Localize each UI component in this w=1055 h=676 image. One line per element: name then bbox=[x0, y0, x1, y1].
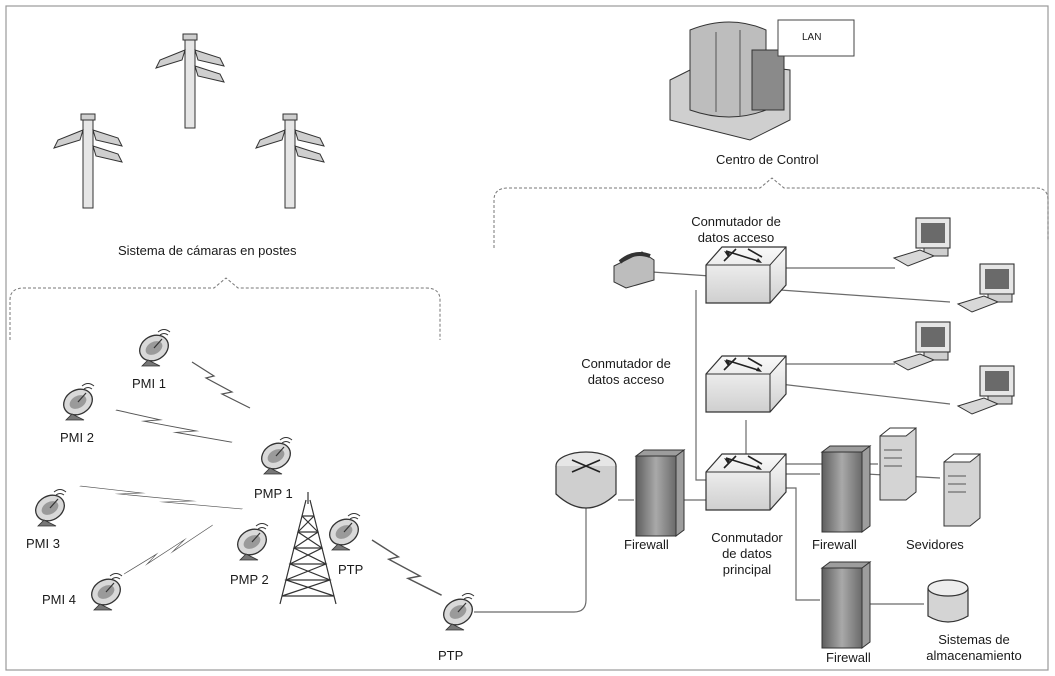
phone-icon bbox=[613, 251, 655, 289]
computer-icon bbox=[893, 217, 951, 267]
storage-line2: almacenamiento bbox=[926, 648, 1022, 663]
pmi4-label: PMI 4 bbox=[42, 592, 76, 607]
antenna-pmi1-icon bbox=[134, 328, 174, 367]
access-switch-top-line2: datos acceso bbox=[697, 230, 775, 245]
main-switch-label: Conmutador de datos principal bbox=[692, 530, 802, 578]
antenna-pmi3-icon bbox=[30, 488, 70, 527]
storage-line1: Sistemas de bbox=[938, 632, 1010, 647]
main-switch-line1: Conmutador bbox=[711, 530, 783, 545]
firewall-label: Firewall bbox=[826, 650, 871, 665]
access-switch-mid-icon bbox=[705, 355, 787, 413]
access-switch-mid-label: Conmutador de datos acceso bbox=[566, 356, 686, 388]
connection-lines bbox=[474, 267, 951, 613]
computer-icon bbox=[957, 365, 1015, 415]
wireless-link bbox=[78, 484, 245, 511]
access-switch-mid-line1: Conmutador de bbox=[581, 356, 671, 371]
pmp1-label: PMP 1 bbox=[254, 486, 293, 501]
ptp-tower-label: PTP bbox=[338, 562, 364, 577]
camera-system-label: Sistema de cámaras en postes bbox=[118, 243, 297, 258]
pmp2-label: PMP 2 bbox=[230, 572, 269, 587]
antenna-pmi2-icon bbox=[58, 382, 98, 421]
access-switch-mid-line2: datos acceso bbox=[587, 372, 665, 387]
wireless-link bbox=[191, 361, 251, 409]
antenna-pmi4-icon bbox=[86, 572, 126, 611]
tower-icon bbox=[279, 492, 337, 605]
firewall-icon bbox=[821, 445, 871, 533]
access-switch-top-icon bbox=[705, 246, 787, 304]
lan-box bbox=[777, 19, 855, 57]
camera-system-brace bbox=[9, 277, 441, 340]
camera-pole-icon bbox=[155, 33, 225, 129]
wireless-link bbox=[114, 408, 234, 444]
firewall-icon bbox=[821, 561, 871, 649]
camera-pole-icon bbox=[255, 113, 325, 209]
pmi3-label: PMI 3 bbox=[26, 536, 60, 551]
server-icon bbox=[943, 453, 981, 527]
server-icon bbox=[879, 427, 917, 501]
pmi1-label: PMI 1 bbox=[132, 376, 166, 391]
router-icon bbox=[555, 451, 617, 509]
storage-label: Sistemas de almacenamiento bbox=[904, 632, 1044, 664]
control-center-brace bbox=[493, 177, 1049, 248]
wireless-link bbox=[371, 539, 443, 596]
access-switch-top-label: Conmutador de datos acceso bbox=[676, 214, 796, 246]
wireless-link bbox=[123, 507, 214, 592]
pmi2-label: PMI 2 bbox=[60, 430, 94, 445]
main-switch-line2: de datos bbox=[722, 546, 772, 561]
main-switch-icon bbox=[705, 453, 787, 511]
antenna-ptp-tower-icon bbox=[324, 512, 364, 551]
access-switch-top-line1: Conmutador de bbox=[691, 214, 781, 229]
computer-icon bbox=[957, 263, 1015, 313]
firewall-label: Firewall bbox=[624, 537, 669, 552]
antenna-ptp-bottom-icon bbox=[438, 592, 478, 631]
firewall-label: Firewall bbox=[812, 537, 857, 552]
ptp-bottom-label: PTP bbox=[438, 648, 464, 663]
camera-pole-icon bbox=[53, 113, 123, 209]
antenna-pmp1-icon bbox=[256, 436, 296, 475]
lan-label: LAN bbox=[802, 32, 822, 43]
computer-icon bbox=[893, 321, 951, 371]
main-switch-line3: principal bbox=[722, 562, 772, 577]
antenna-pmp2-icon bbox=[232, 522, 272, 561]
servers-label: Sevidores bbox=[906, 537, 964, 552]
storage-icon bbox=[927, 579, 969, 623]
firewall-icon bbox=[635, 449, 685, 537]
control-center-label: Centro de Control bbox=[716, 152, 819, 167]
building-icon bbox=[669, 21, 791, 141]
